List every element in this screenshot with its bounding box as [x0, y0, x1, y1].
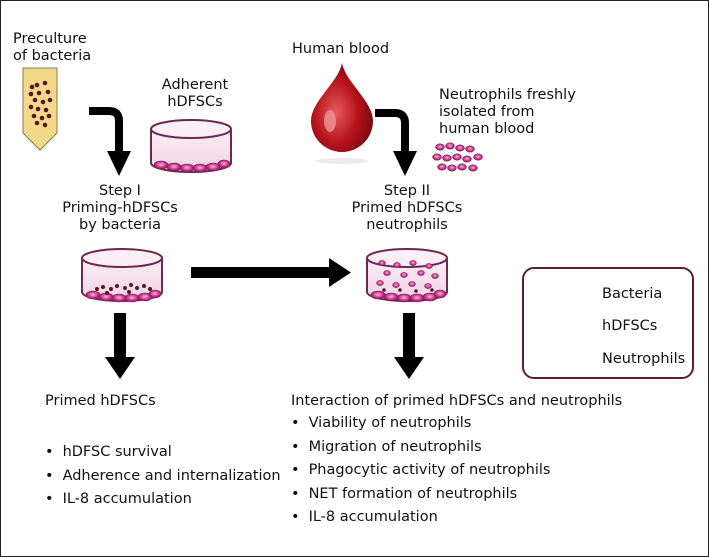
neutrophils-isolated-line1: Neutrophils freshly [439, 87, 576, 103]
right-outcome-item: Viability of neutrophils [291, 412, 550, 436]
right-outcome-list: Viability of neutrophils Migration of ne… [291, 412, 551, 530]
left-outcome-title: Primed hDFSCs [45, 393, 156, 409]
step1-label-line3: by bacteria [79, 217, 161, 233]
interaction-dish [366, 248, 448, 303]
step2-label-line2: Primed hDFSCs [351, 200, 463, 216]
human-blood-label: Human blood [292, 41, 390, 57]
adherent-label-line1: Adherent [161, 77, 229, 93]
left-outcome-item: hDFSC survival [45, 441, 281, 465]
neutrophils-isolated-line3: human blood [439, 121, 535, 137]
step1-label: Step I Priming-hDFSCs by bacteria [45, 183, 195, 234]
preculture-label-line2: of bacteria [13, 48, 92, 64]
preculture-label: Preculture of bacteria [13, 31, 91, 65]
adherent-hdfsc-dish [150, 119, 232, 173]
bent-arrow-step1 [89, 107, 131, 176]
preculture-tube-icon [22, 67, 58, 151]
neutrophils-isolated-label: Neutrophils freshly isolated from human … [439, 87, 576, 138]
step1-label-line1: Step I [99, 183, 141, 199]
step2-label-line1: Step II [383, 183, 431, 199]
adherent-label: Adherent hDFSCs [155, 77, 235, 111]
step1-label-line2: Priming-hDFSCs [62, 200, 178, 216]
right-outcome-item: IL-8 accumulation [291, 506, 550, 530]
bent-arrow-step2 [375, 109, 417, 176]
right-outcome-title: Interaction of primed hDFSCs and neutrop… [291, 393, 623, 409]
step2-label-line3: neutrophils [366, 217, 448, 233]
neutrophils-isolated-line2: isolated from [439, 104, 535, 120]
left-outcome-list: hDFSC survival Adherence and internaliza… [45, 441, 281, 512]
left-outcome-item: Adherence and internalization [45, 465, 281, 489]
neutrophils-cluster-icon [432, 142, 483, 172]
down-arrow-left [105, 313, 135, 379]
left-outcome-item: IL-8 accumulation [45, 488, 281, 512]
right-outcome-item: Migration of neutrophils [291, 436, 550, 460]
legend-label-neutrophils: Neutrophils [602, 351, 686, 367]
right-outcome-item: NET formation of neutrophils [291, 483, 550, 507]
adherent-label-line2: hDFSCs [167, 94, 223, 110]
blood-drop-icon [311, 63, 373, 164]
legend-label-bacteria: Bacteria [602, 286, 663, 302]
down-arrow-right [394, 313, 424, 379]
step2-label: Step II Primed hDFSCs neutrophils [337, 183, 477, 234]
preculture-label-line1: Preculture [13, 31, 87, 47]
priming-dish [81, 248, 163, 303]
legend-box [522, 267, 694, 379]
legend-label-hdfscs: hDFSCs [602, 318, 658, 334]
right-outcome-item: Phagocytic activity of neutrophils [291, 459, 551, 483]
horizontal-arrow [191, 258, 351, 287]
